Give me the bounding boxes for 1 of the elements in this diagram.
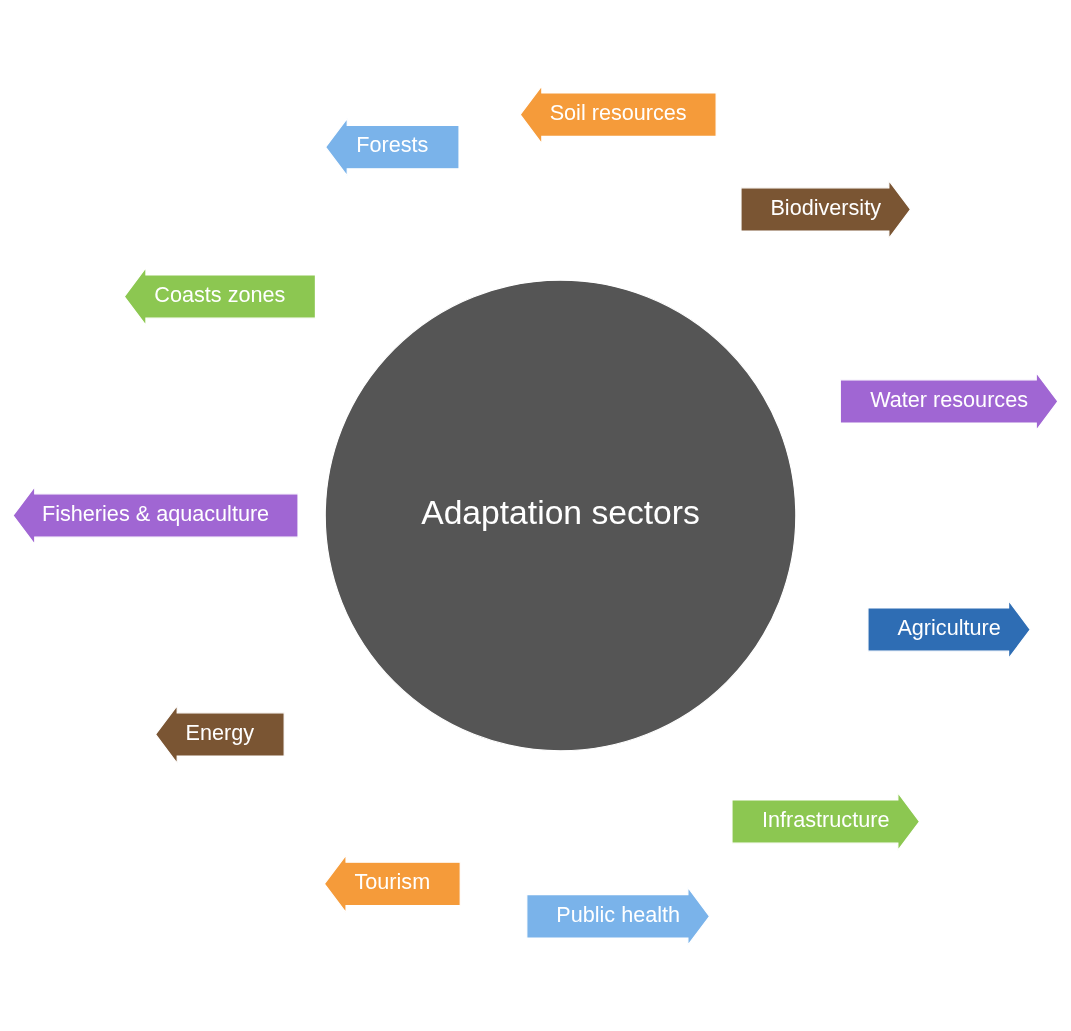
node-circle: Adaptation sectors	[324, 279, 797, 752]
